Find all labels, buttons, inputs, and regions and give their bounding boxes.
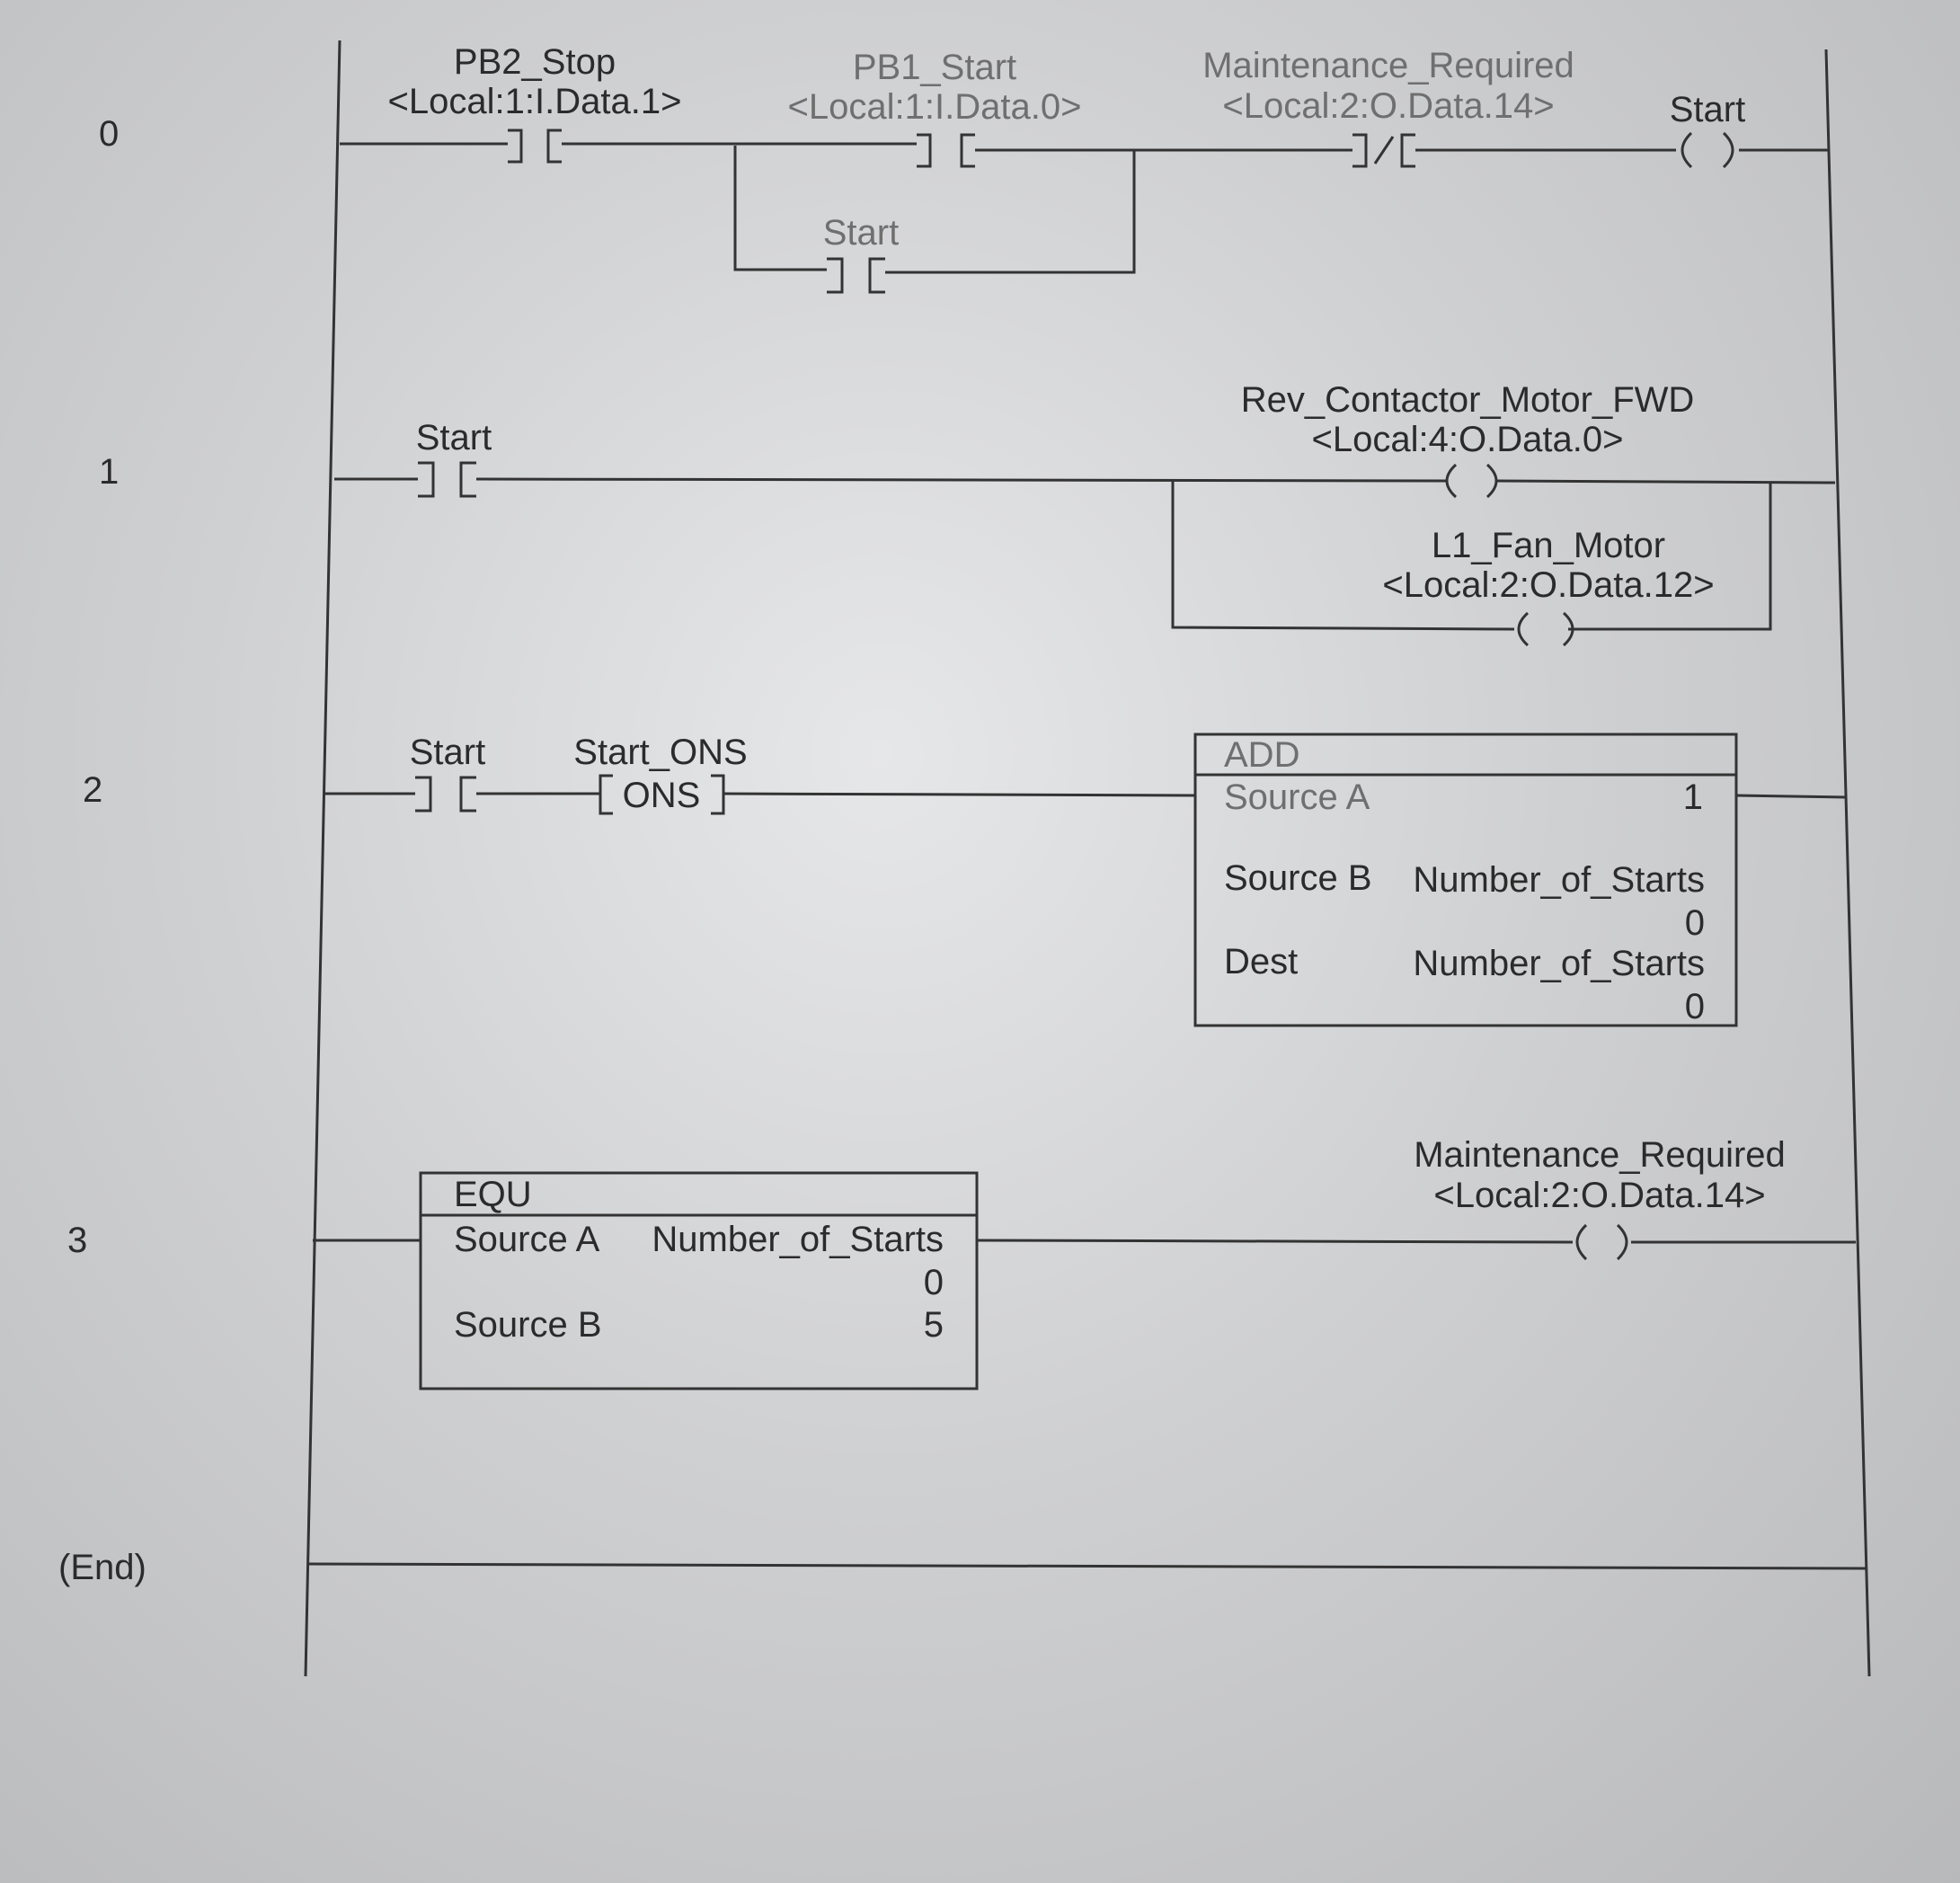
- rung-1[interactable]: 1 Start Rev_Contactor_Motor_FWD <Local:4…: [99, 380, 1836, 647]
- contact-maintenance-required-nc[interactable]: Maintenance_Required <Local:2:O.Data.14>: [1202, 46, 1574, 168]
- rung-0[interactable]: 0 PB2_Stop <Local:1:I.Data.1> PB1_Start …: [99, 42, 1828, 294]
- rung-end: (End): [58, 1548, 1867, 1587]
- coil-tag: Start: [1670, 90, 1745, 129]
- right-power-rail: [1824, 49, 1871, 1677]
- add-source-b-tag: Number_of_Starts: [1413, 860, 1705, 900]
- rung-number: 1: [99, 452, 119, 492]
- equ-source-a-label: Source A: [454, 1220, 600, 1259]
- contact-tag: PB1_Start: [853, 48, 1016, 87]
- coil-address: <Local:2:O.Data.12>: [1382, 565, 1714, 605]
- rung-2[interactable]: 2 Start Start_ONS ONS ADD Source A 1 Sou…: [83, 733, 1848, 1027]
- add-title: ADD: [1224, 735, 1299, 775]
- contact-start-seal-in[interactable]: Start: [823, 213, 899, 294]
- add-box: [1193, 733, 1738, 1027]
- equ-source-a-value: 0: [924, 1263, 944, 1302]
- add-source-b-value: 0: [1685, 903, 1705, 943]
- left-power-rail: [304, 40, 341, 1677]
- equ-title: EQU: [454, 1175, 532, 1214]
- end-label: (End): [58, 1548, 146, 1587]
- coil-address: <Local:2:O.Data.14>: [1433, 1176, 1765, 1215]
- coil-start[interactable]: Start: [1670, 90, 1745, 169]
- instruction-ons[interactable]: Start_ONS ONS: [573, 733, 747, 815]
- coil-l1-fan-motor[interactable]: L1_Fan_Motor <Local:2:O.Data.12>: [1382, 526, 1715, 647]
- add-source-b-label: Source B: [1224, 858, 1372, 898]
- contact-address: <Local:1:I.Data.0>: [788, 87, 1082, 127]
- add-dest-tag: Number_of_Starts: [1413, 944, 1705, 983]
- instruction-add[interactable]: ADD Source A 1 Source B Number_of_Starts…: [1193, 733, 1738, 1027]
- contact-tag: Start: [823, 213, 899, 253]
- contact-address: <Local:1:I.Data.1>: [388, 82, 682, 121]
- add-source-a-value: 1: [1683, 777, 1703, 817]
- instruction-equ[interactable]: EQU Source A Number_of_Starts 0 Source B…: [419, 1171, 979, 1390]
- add-dest-value: 0: [1685, 987, 1705, 1026]
- contact-tag: Start: [416, 418, 492, 457]
- equ-source-a-tag: Number_of_Starts: [652, 1220, 944, 1259]
- equ-box: [419, 1171, 979, 1390]
- ons-tag: Start_ONS: [573, 733, 747, 772]
- contact-start[interactable]: Start: [416, 418, 492, 498]
- ons-label: ONS: [623, 776, 701, 815]
- contact-tag: PB2_Stop: [454, 42, 616, 82]
- contact-pb2-stop[interactable]: PB2_Stop <Local:1:I.Data.1>: [388, 42, 682, 164]
- add-source-a-label: Source A: [1224, 777, 1370, 817]
- equ-source-b-label: Source B: [454, 1305, 602, 1345]
- rung-3[interactable]: 3 EQU Source A Number_of_Starts 0 Source…: [67, 1135, 1856, 1390]
- coil-address: <Local:4:O.Data.0>: [1312, 420, 1624, 459]
- coil-maintenance-required[interactable]: Maintenance_Required <Local:2:O.Data.14>: [1414, 1135, 1786, 1261]
- contact-tag: Maintenance_Required: [1202, 46, 1574, 85]
- rung-number: 0: [99, 114, 119, 154]
- coil-tag: Rev_Contactor_Motor_FWD: [1241, 380, 1695, 420]
- coil-tag: L1_Fan_Motor: [1432, 526, 1665, 565]
- contact-pb1-start[interactable]: PB1_Start <Local:1:I.Data.0>: [788, 48, 1082, 168]
- rung-number: 3: [67, 1221, 87, 1260]
- contact-tag: Start: [410, 733, 485, 772]
- rung-number: 2: [83, 770, 102, 810]
- coil-tag: Maintenance_Required: [1414, 1135, 1786, 1175]
- coil-rev-contactor-motor-fwd[interactable]: Rev_Contactor_Motor_FWD <Local:4:O.Data.…: [1241, 380, 1695, 499]
- add-dest-label: Dest: [1224, 942, 1298, 981]
- contact-address: <Local:2:O.Data.14>: [1222, 86, 1554, 126]
- contact-start[interactable]: Start: [410, 733, 485, 813]
- equ-source-b-value: 5: [924, 1305, 944, 1345]
